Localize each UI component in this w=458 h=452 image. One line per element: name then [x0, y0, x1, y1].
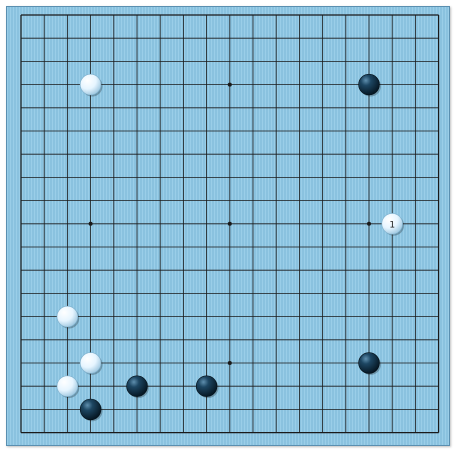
black-stone	[80, 399, 102, 421]
black-stone	[196, 376, 218, 398]
black-stone-body	[196, 376, 217, 397]
black-stone	[359, 353, 381, 375]
white-stone	[80, 353, 102, 375]
star-point	[89, 222, 93, 226]
black-stone-body	[359, 353, 380, 374]
black-stone-body	[359, 74, 380, 95]
black-stone	[359, 74, 381, 96]
black-stone-body	[127, 376, 148, 397]
black-stone	[127, 376, 149, 398]
stones: 1	[57, 74, 404, 421]
white-stone-body	[57, 376, 78, 397]
star-point	[367, 222, 371, 226]
star-point	[228, 222, 232, 226]
black-stone-body	[80, 399, 101, 420]
white-stone-body	[80, 353, 101, 374]
white-stone	[57, 376, 79, 398]
white-stone: 1	[382, 213, 404, 235]
white-stone-body	[80, 74, 101, 95]
star-point	[228, 83, 232, 87]
move-number-label: 1	[389, 220, 395, 230]
white-stone-body	[57, 306, 78, 327]
white-stone	[57, 306, 79, 328]
white-stone	[80, 74, 102, 96]
star-point	[228, 361, 232, 365]
